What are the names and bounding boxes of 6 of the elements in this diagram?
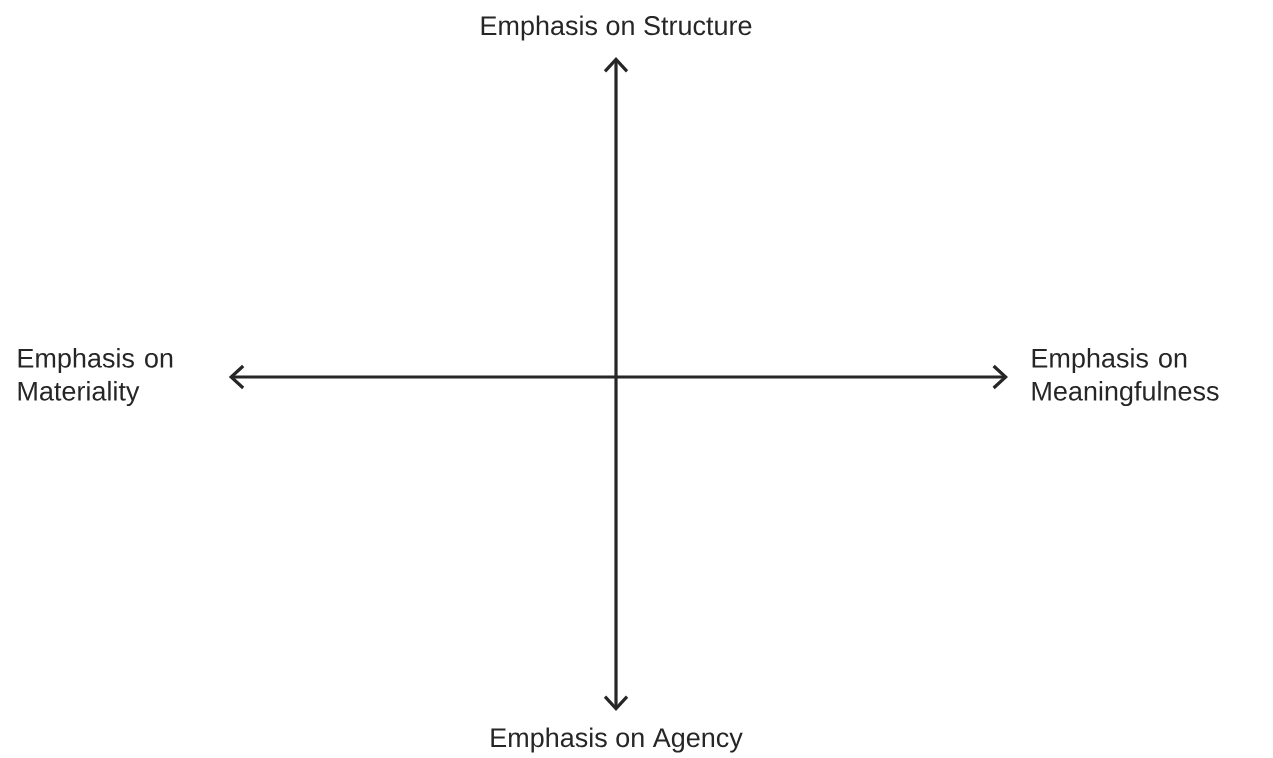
double-arrow bbox=[228, 364, 1008, 390]
axis-label: Emphasis on Agency bbox=[491, 727, 743, 753]
axis-label: Emphasis on Structure bbox=[481, 15, 752, 41]
double-arrow bbox=[603, 56, 629, 711]
axis-label: Emphasis on Materiality bbox=[18, 347, 173, 407]
axis-label: Emphasis on Meaningfulness bbox=[1032, 347, 1219, 407]
